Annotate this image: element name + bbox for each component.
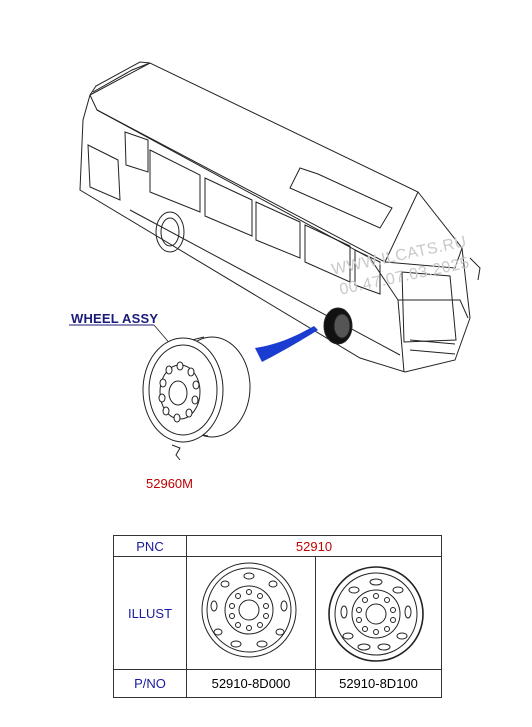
location-arrow-icon	[255, 326, 318, 362]
part-callout-52960m[interactable]: 52960M	[146, 476, 193, 491]
illust-header: ILLUST	[113, 556, 187, 670]
pno-header: P/NO	[113, 669, 187, 698]
part-number-1[interactable]: 52910-8D000	[186, 669, 316, 698]
wheel-assy-label[interactable]: WHEEL ASSY	[71, 311, 159, 326]
table-row-illust: ILLUST	[113, 556, 442, 670]
wheel-assy-illustration	[142, 336, 251, 461]
table-row-pnc: PNC 52910	[113, 535, 442, 557]
bus-illustration	[79, 61, 481, 373]
table-row-pno: P/NO 52910-8D000 52910-8D100	[113, 669, 442, 698]
parts-table: PNC 52910 ILLUST P/NO 52910-8D000 52910-…	[113, 535, 442, 698]
illust-cell-2[interactable]	[315, 556, 442, 670]
illust-cell-1[interactable]	[186, 556, 316, 670]
part-number-2[interactable]: 52910-8D100	[315, 669, 442, 698]
pnc-header: PNC	[113, 535, 187, 557]
pnc-value[interactable]: 52910	[186, 535, 442, 557]
